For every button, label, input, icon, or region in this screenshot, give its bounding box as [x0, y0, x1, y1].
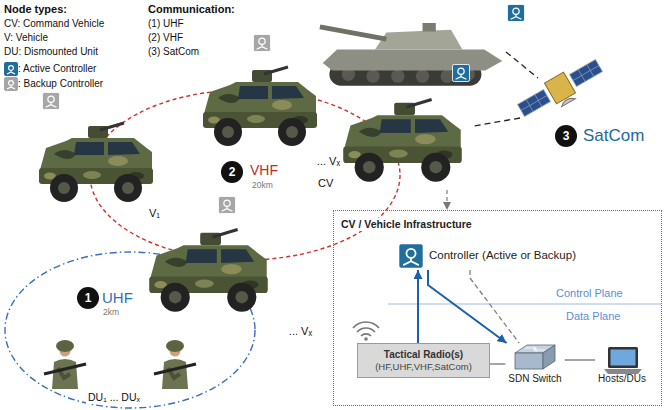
callout-number: 1: [85, 292, 92, 304]
backup-controller-icon: [253, 34, 270, 51]
legend-row: : Active Controller: [4, 62, 96, 76]
command-vehicle: CV: [318, 78, 470, 190]
plane-divider: [388, 303, 661, 304]
vehicle: V₁: [30, 92, 160, 220]
soldier: [154, 340, 196, 389]
active-controller-icon: [507, 4, 524, 21]
satcom-link: [506, 52, 538, 78]
callout-number: 3: [563, 130, 570, 142]
vehicle-label: V₁: [149, 207, 160, 220]
controller-glyph: [4, 77, 18, 91]
callout-disc: [555, 125, 577, 147]
controller-glyph: [7, 81, 15, 89]
device-label: SDN Switch: [508, 373, 561, 385]
controller-glyph: [7, 66, 15, 74]
vehicle-label: CV: [318, 177, 333, 190]
legend-heading: Communication:: [148, 3, 235, 16]
legend-item: : Backup Controller: [18, 78, 103, 90]
control-arrow: [428, 270, 507, 343]
vehicle: ... Vₓ: [198, 34, 340, 168]
callout-disc: [77, 287, 99, 309]
callout-circle: 1: [77, 287, 99, 309]
legend-item: DU: Dismounted Unit: [4, 46, 98, 58]
vehicle-drawing: [343, 100, 462, 182]
vehicle-label: ... Vₓ: [289, 325, 312, 338]
vehicle-label: ... Vₓ: [317, 155, 340, 168]
host: Hosts/DUs: [595, 343, 649, 385]
controller-icon: [399, 244, 424, 269]
legend-item: CV: Command Vehicle: [4, 18, 104, 30]
data-link: [490, 363, 505, 365]
legend-item: (1) UHF: [148, 18, 184, 30]
legend-swatch: [4, 77, 18, 91]
legend-item: : Active Controller: [18, 63, 96, 75]
legend-item: (2) VHF: [148, 32, 183, 44]
callout-disc: [221, 161, 243, 183]
callout-circle: 2: [221, 161, 243, 183]
legend-swatch: [4, 62, 18, 76]
vehicle-drawing: [39, 123, 153, 202]
link-arrow: [446, 190, 447, 210]
plane-label: Data Plane: [566, 310, 620, 323]
laptop-icon: [604, 347, 642, 374]
switch-icon: [515, 345, 555, 369]
vehicle-drawing: [203, 67, 317, 146]
plane-label: Control Plane: [556, 287, 623, 300]
callout-circle: 3: [555, 125, 577, 147]
controller-glyph: [4, 62, 18, 76]
frame-title: CV / Vehicle Infrastructure: [339, 218, 474, 231]
backup-controller-icon: [42, 92, 59, 109]
device-label: Hosts/DUs: [598, 373, 646, 385]
tank: [320, 23, 502, 86]
box-title: Tactical Radio(s): [365, 349, 482, 361]
band-label: VHF: [250, 162, 278, 179]
controller: Controller (Active or Backup): [397, 242, 580, 270]
satcom-link: [474, 118, 520, 126]
satellite: [515, 55, 607, 125]
legend-heading: Node types:: [4, 3, 67, 16]
controller-label: Controller (Active or Backup): [429, 249, 576, 263]
data-link: [565, 359, 595, 361]
legend-item: V: Vehicle: [4, 32, 48, 44]
vehicle: ... Vₓ: [140, 196, 312, 338]
box-subtitle: (HF,UHF,VHF,SatCom): [365, 361, 482, 372]
radio-waves: [353, 322, 379, 341]
unit-label: DU₁ ... DUₓ: [86, 391, 142, 404]
legend-row: : Backup Controller: [4, 77, 103, 91]
soldier: [44, 340, 86, 389]
vehicle-drawing: [149, 230, 268, 312]
radio-box: Tactical Radio(s)(HF,UHF,VHF,SatCom): [357, 343, 490, 378]
active-controller-icon: [452, 64, 469, 81]
control-link: [470, 270, 519, 343]
callout-number: 2: [229, 166, 236, 178]
range-label: 2km: [103, 307, 119, 317]
infrastructure-frame: Controller (Active or Backup) Tactical Ra…: [333, 210, 662, 406]
band-label: UHF: [102, 289, 133, 307]
backup-controller-icon: [218, 196, 235, 213]
band-label: SatCom: [583, 126, 644, 146]
switch: SDN Switch: [505, 343, 564, 385]
range-label: 20km: [252, 180, 273, 190]
control-arrow: [417, 270, 419, 343]
legend-item: (3) SatCom: [148, 46, 199, 58]
